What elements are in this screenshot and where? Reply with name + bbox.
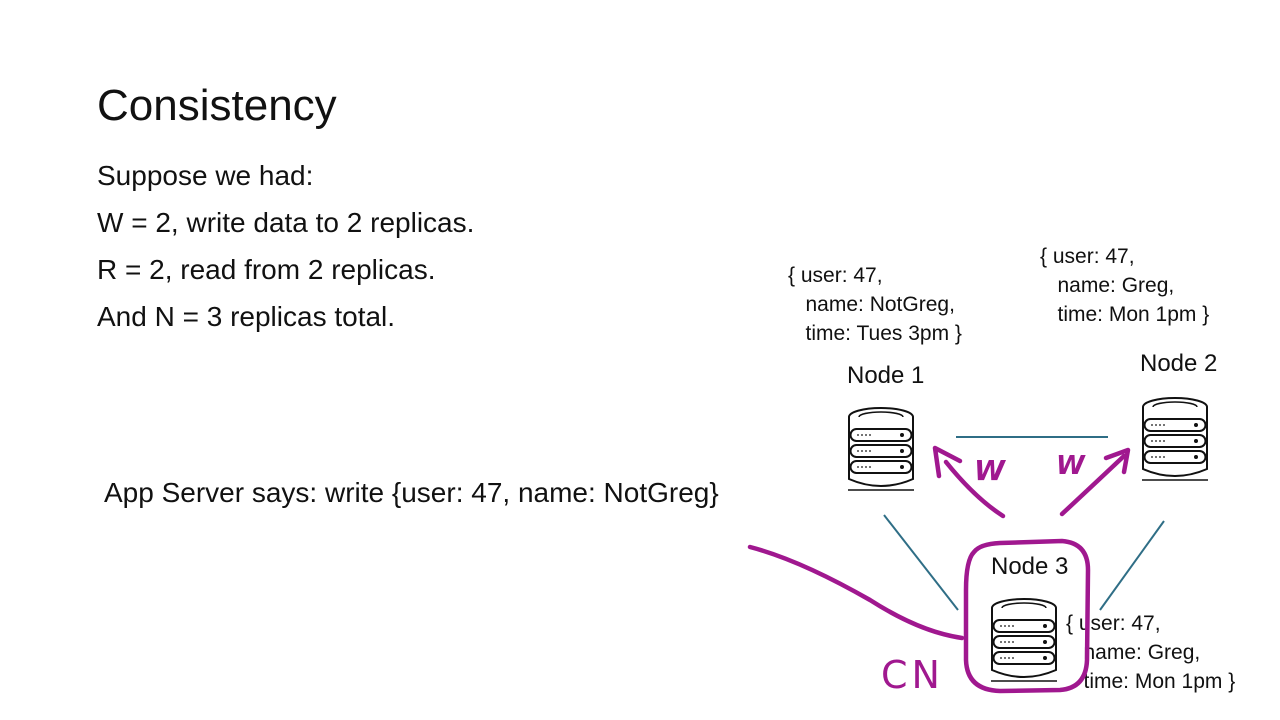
body-line: And N = 3 replicas total. — [97, 301, 396, 332]
record-line: time: Mon 1pm } — [1040, 303, 1210, 326]
link-node1-node3 — [883, 514, 959, 611]
node-3-label: Node 3 — [991, 553, 1069, 580]
record-line: time: Mon 1pm } — [1066, 670, 1236, 693]
write-arrowhead-node2 — [1103, 447, 1131, 475]
app-server-request-arrow — [747, 544, 965, 641]
slide-body: Suppose we had: W = 2, write data to 2 r… — [97, 152, 474, 340]
coordinator-outline — [963, 538, 1091, 694]
write-arrow-to-node2 — [1059, 453, 1127, 517]
write-arrowhead-node1 — [932, 445, 963, 479]
link-node2-node3 — [1099, 520, 1165, 611]
node-3-database-icon — [990, 598, 1058, 682]
coordinator-label: CN — [881, 653, 944, 697]
record-line: time: Tues 3pm } — [788, 322, 962, 345]
record-line: name: Greg, — [1066, 641, 1201, 664]
node-1-label: Node 1 — [847, 362, 925, 389]
body-line: W = 2, write data to 2 replicas. — [97, 207, 475, 238]
node-2-database-icon — [1141, 397, 1209, 481]
record-line: name: Greg, — [1040, 274, 1175, 297]
record-line: { user: 47, — [788, 264, 883, 287]
body-line: R = 2, read from 2 replicas. — [97, 254, 436, 285]
body-line: Suppose we had: — [97, 160, 314, 191]
record-line: { user: 47, — [1040, 245, 1135, 268]
record-line: name: NotGreg, — [788, 293, 955, 316]
node-3-record: { user: 47, name: Greg, time: Mon 1pm } — [1066, 609, 1235, 696]
node-2-label: Node 2 — [1140, 350, 1218, 377]
write-arrow-to-node1 — [943, 459, 1006, 519]
app-server-request-text: App Server says: write {user: 47, name: … — [104, 477, 719, 508]
node-1-record: { user: 47, name: NotGreg, time: Tues 3p… — [788, 261, 962, 348]
record-line: { user: 47, — [1066, 612, 1161, 635]
node-2-record: { user: 47, name: Greg, time: Mon 1pm } — [1040, 242, 1209, 329]
write-label-left: W — [974, 454, 1006, 487]
node-1-database-icon — [847, 407, 915, 491]
slide-title: Consistency — [97, 81, 337, 130]
write-label-right: W — [1056, 451, 1086, 481]
